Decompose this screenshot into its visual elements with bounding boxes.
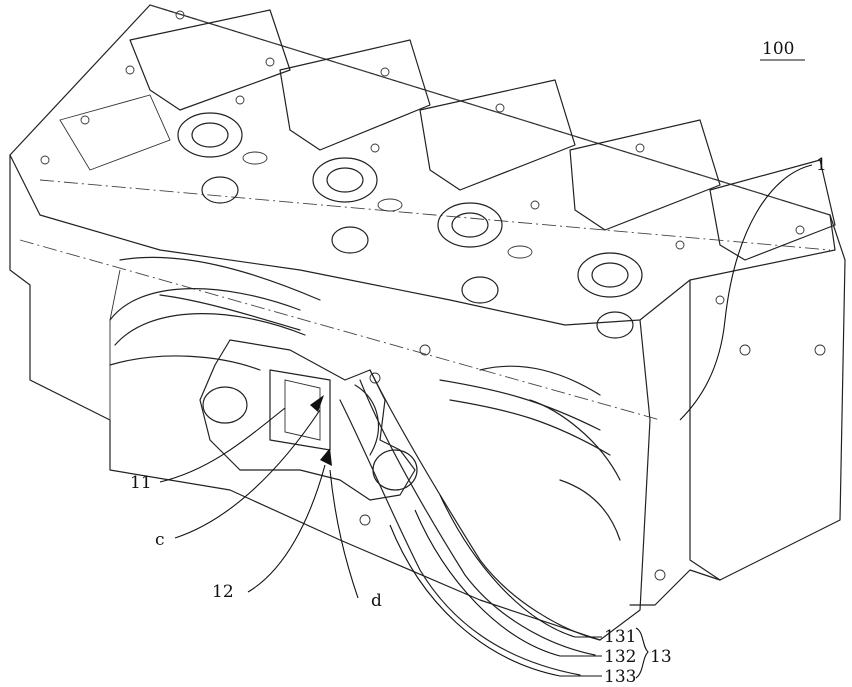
leader-c xyxy=(174,409,321,539)
exhaust-manifold xyxy=(109,256,621,541)
cylinder-head-body xyxy=(9,4,846,641)
leader-1 xyxy=(679,164,813,421)
connection-housing xyxy=(199,339,418,501)
label-11: 11 xyxy=(130,473,152,493)
label-d: d xyxy=(371,591,382,611)
leader-12 xyxy=(247,464,326,593)
label-1: 1 xyxy=(816,155,827,175)
label-12: 12 xyxy=(212,582,234,602)
reference-labels: 100 1 11 c 12 d 131 132 133 13 xyxy=(130,39,827,687)
label-13: 13 xyxy=(650,647,672,667)
leader-131 xyxy=(439,494,602,638)
bearing-bosses xyxy=(177,112,643,339)
leader-lines xyxy=(159,59,813,679)
leader-d xyxy=(329,469,359,599)
hoses-13 xyxy=(339,369,601,676)
cam-towers xyxy=(59,9,836,261)
label-131: 131 xyxy=(604,627,636,647)
label-c: c xyxy=(155,530,165,550)
label-100: 100 xyxy=(762,39,794,59)
leader-132 xyxy=(414,509,602,657)
bolt-holes xyxy=(40,10,826,581)
flow-arrows xyxy=(310,395,332,466)
arrow-c-head xyxy=(310,395,324,412)
arrow-d-head xyxy=(320,448,332,466)
label-132: 132 xyxy=(604,647,636,667)
label-133: 133 xyxy=(604,667,636,687)
leader-11 xyxy=(159,407,286,483)
brace-13 xyxy=(635,627,649,679)
leader-133 xyxy=(389,524,602,677)
